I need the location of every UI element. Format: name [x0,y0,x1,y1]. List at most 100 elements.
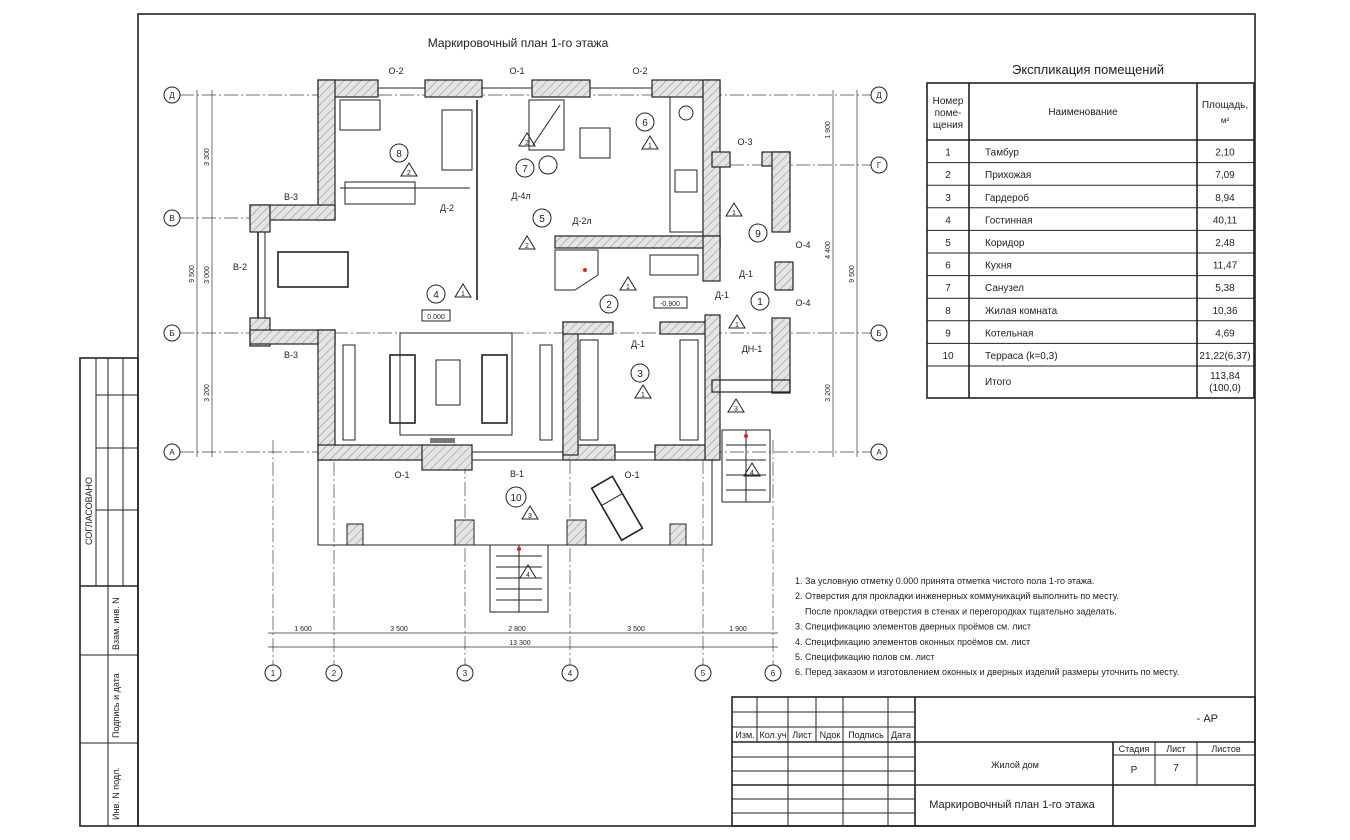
room-name: Коридор [985,238,1025,249]
svg-text:4 400: 4 400 [825,241,832,259]
room-1: 1 [750,291,770,311]
room-name: Санузел [985,283,1024,294]
svg-text:3 500: 3 500 [390,626,408,633]
explication-title: Экспликация помещений [1012,62,1164,77]
svg-text:1: 1 [271,669,276,678]
svg-text:5: 5 [539,214,545,225]
svg-text:2 800: 2 800 [508,626,526,633]
svg-text:Лист: Лист [792,730,812,740]
svg-text:4: 4 [750,470,754,477]
svg-text:В-2: В-2 [233,262,247,272]
room-area: 11,47 [1213,261,1238,272]
walls [249,79,794,471]
svg-text:1: 1 [641,392,645,399]
svg-text:ДН-1: ДН-1 [742,344,763,354]
room-10: 10 [505,486,527,508]
note-line: 3. Спецификацию элементов дверных проёмо… [795,622,1031,632]
room-3: 3 [630,363,650,383]
svg-text:10: 10 [510,493,522,504]
svg-text:О-4: О-4 [795,298,810,308]
vzam-label: Взам. инв. N [111,597,121,650]
terrace [317,459,713,546]
level-main: 0.000 [427,314,445,321]
svg-text:2: 2 [606,300,612,311]
sheet-frame [137,13,1256,827]
svg-text:9 500: 9 500 [849,265,856,283]
axis-marker-5: 5 [694,664,712,682]
svg-text:8: 8 [396,149,402,160]
room-name: Жилая комната [985,306,1058,317]
axis-marker-6: 6 [764,664,782,682]
svg-text:О-1: О-1 [624,470,639,480]
axis-marker-1: 1 [264,664,282,682]
svg-text:В-3: В-3 [284,192,298,202]
axis-marker-4: 4 [561,664,579,682]
svg-text:3 300: 3 300 [204,148,211,166]
room-name: Котельная [985,328,1033,339]
sheet-title: Маркировочный план 1-го этажа [929,799,1095,811]
plan-title: Маркировочный план 1-го этажа [428,36,609,50]
svg-text:3: 3 [528,513,532,520]
svg-text:О-2: О-2 [632,66,647,76]
floor-type-markers: 2 2 1 2 1 1 1 1 1 3 3 4 4 [400,132,761,579]
room-number: 3 [945,193,951,204]
room-9: 9 [748,223,768,243]
floor-marker-icon: 4 [519,564,537,579]
svg-text:3 200: 3 200 [825,384,832,402]
level-marks: 0.000 -0.900 [421,296,688,322]
inv-label: Инв. N подл. [111,767,121,820]
room-name: Тамбур [985,147,1019,159]
svg-text:2: 2 [407,170,411,177]
room-name: Гостинная [985,215,1033,226]
room-number: 8 [945,306,951,317]
room-number: 4 [945,215,951,226]
svg-text:6: 6 [771,669,776,678]
axis-marker-v: В [163,209,181,227]
lounger-icon [590,475,644,542]
svg-text:Д: Д [876,91,882,100]
room-name: Кухня [985,261,1012,272]
svg-text:1: 1 [626,284,630,291]
svg-text:Б: Б [876,329,881,338]
room-area: 7,09 [1215,170,1235,181]
svg-text:Д-1: Д-1 [739,269,753,279]
svg-text:1: 1 [648,143,652,150]
svg-text:Дата: Дата [891,730,911,740]
axis-marker-2: 2 [325,664,343,682]
svg-text:О-3: О-3 [737,137,752,147]
room-area: 21,22(6,37) [1199,351,1250,362]
axis-marker-g: Г [870,156,888,174]
total-area-pct: (100,0) [1209,383,1241,394]
note-line: После прокладки отверстия в стенах и пер… [795,606,1117,616]
floor-marker-icon: 3 [521,505,539,520]
svg-text:2: 2 [525,243,529,250]
sheet-value: 7 [1173,763,1179,774]
svg-text:13 300: 13 300 [509,640,531,647]
dimension-lines: 1 600 3 500 2 800 3 500 1 900 13 300 9 5… [189,90,858,648]
svg-text:2: 2 [332,669,337,678]
floor-marker-icon: 4 [743,462,761,477]
room-number: 5 [945,238,951,249]
floor-marker-icon: 1 [725,202,743,217]
svg-text:м²: м² [1221,116,1230,125]
svg-text:Д-2л: Д-2л [572,216,591,226]
room-name: Гардероб [985,192,1029,204]
svg-text:О-1: О-1 [509,66,524,76]
room-area: 4,69 [1215,328,1235,339]
room-number: 1 [945,148,951,159]
svg-text:Листов: Листов [1211,744,1240,754]
svg-text:3 000: 3 000 [204,266,211,284]
svg-text:4: 4 [433,290,439,301]
svg-text:3: 3 [463,669,468,678]
svg-text:Кол.уч: Кол.уч [760,730,787,740]
floor-marker-icon: 1 [728,314,746,329]
axis-markers: Д Д Г В Б Б А А 1 2 3 4 5 6 [163,86,888,682]
floor-marker-icon: 1 [454,283,472,298]
